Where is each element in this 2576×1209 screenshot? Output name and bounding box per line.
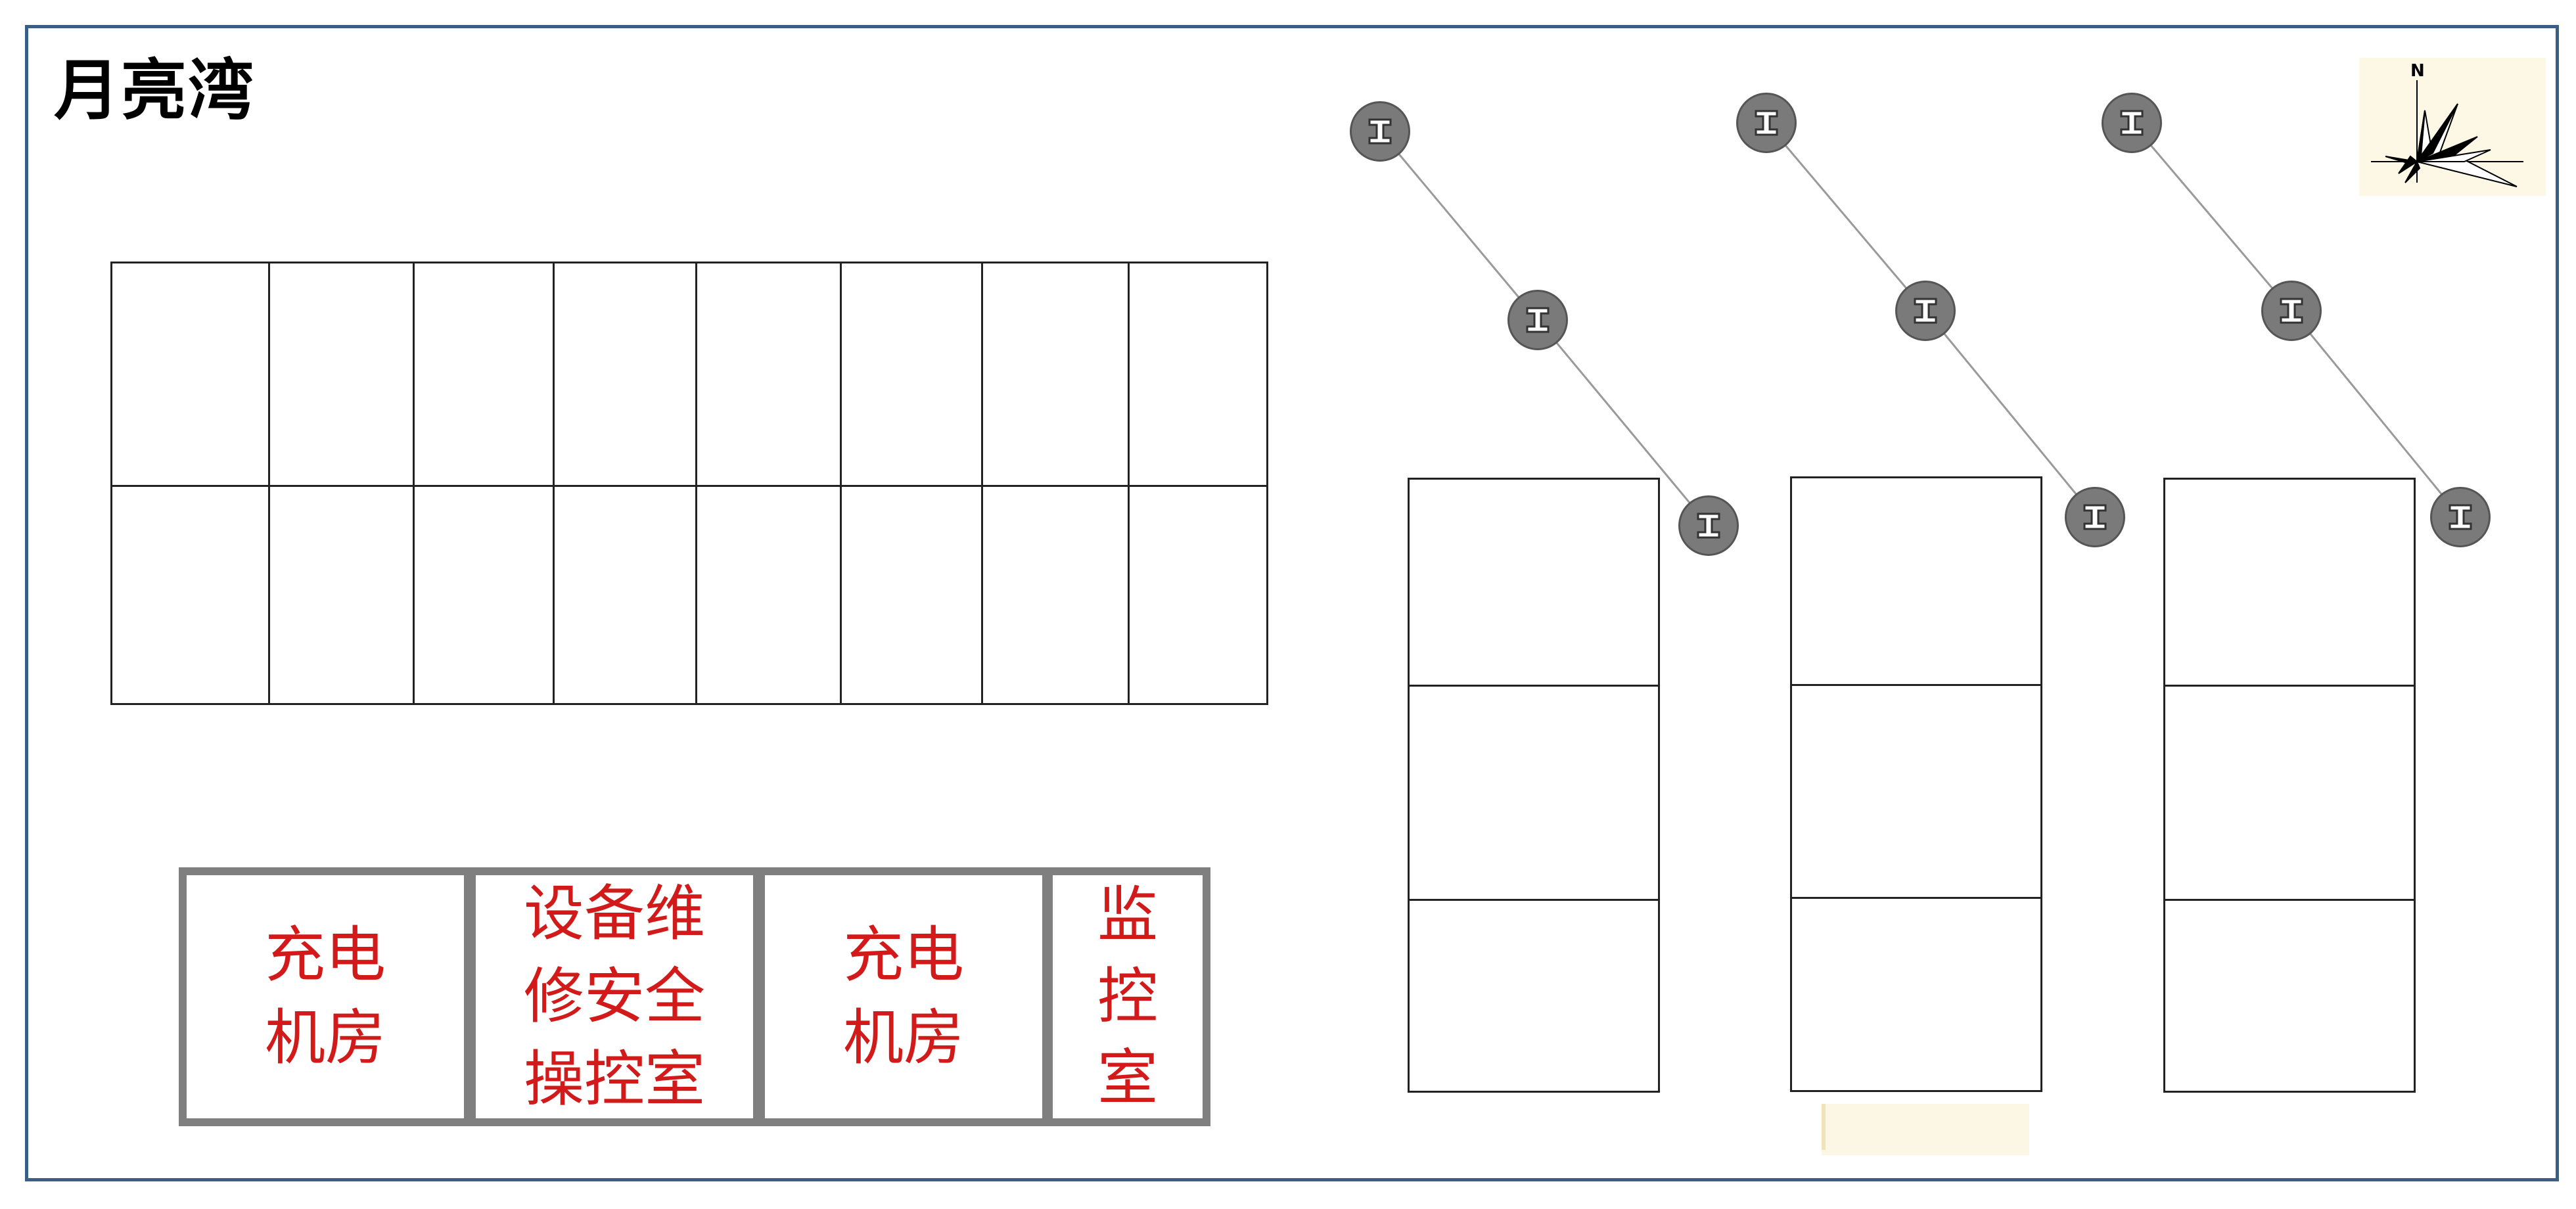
grid-divider [840,263,842,703]
wire [1924,310,2096,518]
wire [2130,122,2293,311]
column-divider [1792,684,2040,686]
grid-divider [553,263,555,703]
north-label: N [2410,61,2425,81]
room-charging-1: 充电 机房 [179,867,472,1126]
north-arrow-icon: N [2359,58,2546,196]
wire [1765,122,1927,311]
i-beam-pole-icon [1507,290,1568,350]
wire [1379,131,1539,321]
grid-divider [695,263,697,703]
room-label: 充电 机房 [842,920,964,1073]
background-patch [1822,1104,1826,1150]
wire [2290,310,2462,518]
column-divider [2165,899,2414,901]
i-beam-pole-icon [2261,281,2322,341]
i-beam-pole-icon [1736,93,1797,153]
i-beam-pole-icon [1678,495,1739,556]
grid-divider [981,263,983,703]
i-beam-pole-icon [1350,101,1410,162]
site-title: 月亮湾 [54,52,255,129]
room-label: 监 控 室 [1097,880,1158,1113]
parking-column-2 [1790,476,2042,1092]
parking-column-3 [2163,478,2416,1093]
column-divider [1792,897,2040,899]
grid-divider [1128,263,1130,703]
grid-divider [268,263,270,703]
background-patch [1822,1104,2029,1155]
i-beam-pole-icon [2430,487,2491,547]
room-label: 充电 机房 [264,920,386,1073]
parking-grid [110,262,1268,705]
i-beam-pole-icon [2102,93,2162,153]
i-beam-pole-icon [1895,281,1956,341]
wire [1536,319,1710,526]
room-label: 设备维 修安全 操控室 [523,878,705,1114]
grid-divider [112,485,1266,487]
column-divider [1410,685,1658,687]
parking-column-1 [1408,478,1660,1093]
i-beam-pole-icon [2065,487,2125,547]
column-divider [1410,899,1658,901]
grid-divider [413,263,415,703]
column-divider [2165,685,2414,687]
room-maintenance-control: 设备维 修安全 操控室 [468,867,761,1126]
room-monitoring: 监 控 室 [1045,867,1210,1126]
